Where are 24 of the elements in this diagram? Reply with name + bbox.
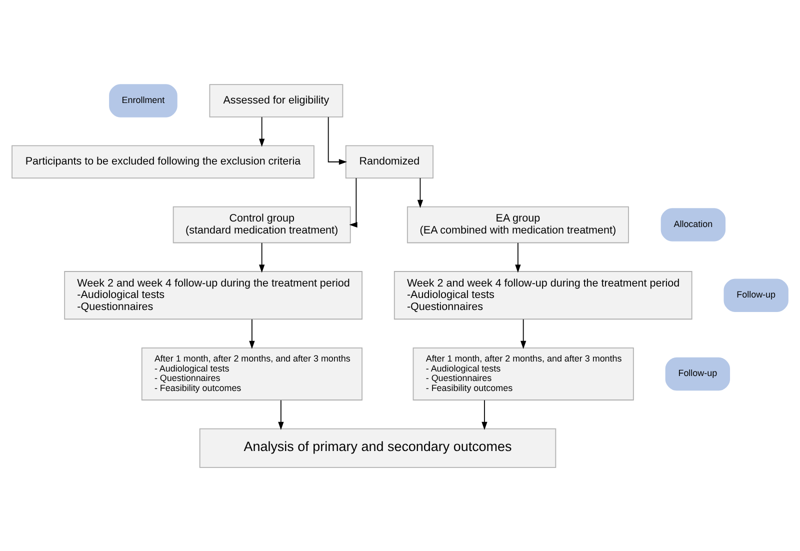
node-box: Assessed for eligibility <box>209 84 344 117</box>
arrow <box>328 116 348 164</box>
node-box: Participants to be excluded following the exclusion criteria <box>12 144 314 178</box>
arrow <box>278 399 284 430</box>
node-box: Follow-up <box>724 278 788 312</box>
arrow <box>515 242 521 272</box>
arrow <box>259 116 265 146</box>
node-box: EA group (EA combined with medication treatment) <box>406 206 629 243</box>
arrow <box>417 177 424 208</box>
node-box: Enrollment <box>109 84 178 117</box>
node-box: Follow-up <box>665 356 730 390</box>
node-box: Week 2 and week 4 follow-up during the treatment period -Audiological tests -Questionnaires <box>394 270 692 320</box>
node-box: Week 2 and week 4 follow-up during the treatment period -Audiological tests -Questionnaires <box>64 270 362 320</box>
arrow <box>482 399 488 430</box>
node-box: Randomized <box>345 144 434 178</box>
arrow <box>259 242 265 272</box>
arrow <box>520 318 526 348</box>
node-box: After 1 month, after 2 months, and after 3 months - Audiological tests - Questionnaires - Feasibility outcomes <box>141 346 362 400</box>
arrow <box>249 318 255 348</box>
node-box: After 1 month, after 2 months, and after 3 months - Audiological tests - Questionnaires - Feasibility outcomes <box>412 346 634 400</box>
node-box: Analysis of primary and secondary outcomes <box>199 428 556 468</box>
node-box: Allocation <box>660 208 726 241</box>
node-box: Control group (standard medication treatment) <box>172 206 351 243</box>
arrow <box>349 177 358 228</box>
